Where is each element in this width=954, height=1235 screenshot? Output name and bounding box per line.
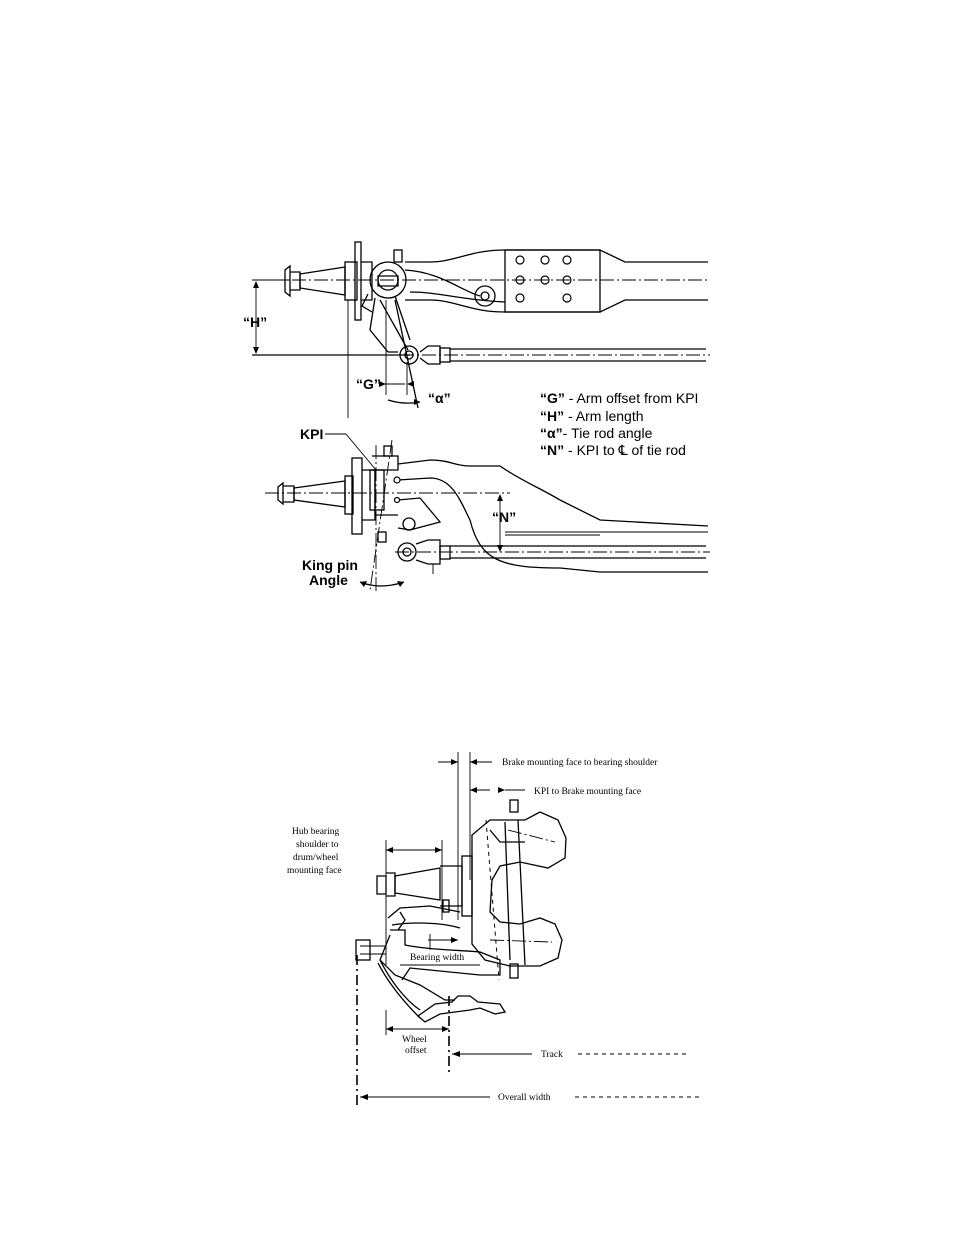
overall-width-dimension: Overall width (357, 955, 700, 1106)
king-pin-angle: King pin Angle (302, 440, 404, 592)
legend-h: “H” - Arm length (540, 408, 644, 424)
legend-n: “N” - KPI to ℄ of tie rod (540, 442, 686, 458)
legend-g: “G” - Arm offset from KPI (540, 390, 698, 406)
track-label: Track (541, 1050, 563, 1060)
h-label: “H” (243, 314, 267, 330)
hub-bearing-label-line1: Hub bearing (292, 827, 339, 837)
bearing-width-label: Bearing width (410, 953, 464, 963)
legend: “G” - Arm offset from KPI “H” - Arm leng… (540, 390, 698, 458)
king-pin-label-line2: Angle (309, 572, 348, 588)
hub-dimension-diagram: Brake mounting face to bearing shoulder … (287, 752, 700, 1106)
upper-tie-rod (400, 346, 710, 364)
tie-rod-angle-line (395, 300, 418, 408)
alpha-label: “α” (428, 390, 451, 406)
brake-to-bearing-dimension: Brake mounting face to bearing shoulder (438, 752, 658, 920)
lower-knuckle (370, 446, 470, 542)
kpi-callout: KPI (300, 426, 376, 470)
track-dimension: Track (452, 1050, 690, 1060)
wheel-offset-label-line2: offset (405, 1045, 427, 1056)
hub-bearing-label-line4: mounting face (287, 865, 342, 876)
alpha-angle: “α” (388, 390, 451, 406)
n-label: “N” (492, 509, 516, 525)
steering-arm-diagram: “H” “G” “α” “G” - Arm offset from KPI “H… (243, 242, 710, 592)
kpi-label: KPI (300, 426, 323, 442)
legend-alpha: “α”- Tie rod angle (540, 425, 653, 441)
h-dimension: “H” (243, 280, 410, 355)
upper-axle-beam (270, 250, 710, 312)
hub-bearing-label-line2: shoulder to (296, 840, 339, 850)
upper-spindle (285, 242, 372, 320)
lower-tie-rod (395, 540, 710, 574)
wheel-offset-label-line1: Wheel (402, 1035, 427, 1045)
brake-to-bearing-label: Brake mounting face to bearing shoulder (502, 757, 658, 768)
g-dimension: “G” (356, 376, 414, 392)
hub-bearing-dimension: Hub bearing shoulder to drum/wheel mount… (287, 827, 442, 965)
hub-bearing-label-line3: drum/wheel (293, 853, 339, 863)
brake-drum: Bearing width (356, 930, 500, 1018)
king-pin-label-line1: King pin (302, 557, 358, 573)
n-dimension: “N” (492, 494, 516, 552)
overall-width-label: Overall width (498, 1093, 551, 1103)
knuckle-body (472, 800, 566, 980)
kpi-to-brake-dimension: KPI to Brake mounting face (470, 786, 641, 797)
kpi-to-brake-label: KPI to Brake mounting face (534, 786, 641, 797)
upper-knuckle (362, 250, 418, 364)
g-label: “G” (356, 376, 381, 392)
